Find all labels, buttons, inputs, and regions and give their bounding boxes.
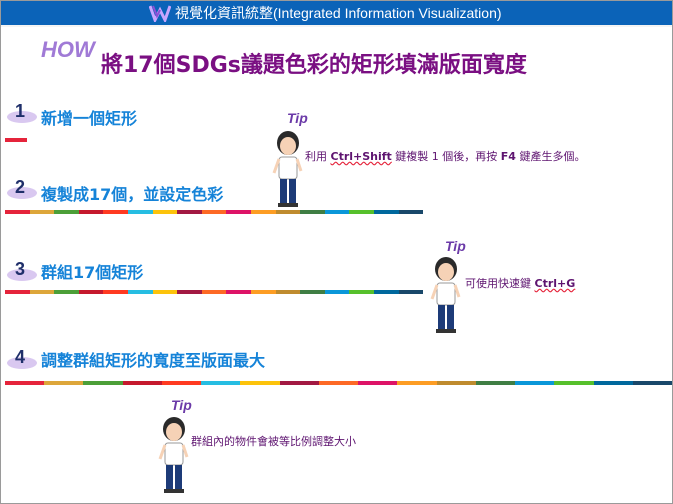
sdg-rectangle-12 xyxy=(275,210,301,214)
sdg-rectangle-5 xyxy=(103,210,128,214)
sdg-rectangle-9 xyxy=(201,290,227,294)
sdg-rectangle-12 xyxy=(436,381,476,385)
page-title: 將17個SDGs議題色彩的矩形填滿版面寬度 xyxy=(101,53,527,78)
tip-2-text-prefix: 可使用快速鍵 xyxy=(465,277,535,290)
sdg-rectangle-3 xyxy=(83,381,123,385)
sdg-rectangle-9 xyxy=(318,381,359,385)
step-4-number: 4 xyxy=(15,347,26,367)
sdg-rectangle-11 xyxy=(250,210,276,214)
step-2-label: 複製成17個，並設定色彩 xyxy=(41,185,224,204)
header-bar: 視覺化資訊統整(Integrated Information Visualiza… xyxy=(1,1,672,27)
tip-3-label: Tip xyxy=(171,397,192,413)
tip-2-key1: Ctrl+G xyxy=(534,277,576,290)
step-2-badge-bg xyxy=(7,187,37,199)
person-figure-icon xyxy=(430,257,461,333)
sdg-rectangle-12 xyxy=(275,290,301,294)
sdg-rectangle-14 xyxy=(324,210,350,214)
sdg-rectangle-17 xyxy=(398,210,424,214)
sdg-rectangle-15 xyxy=(349,290,374,294)
step-1-label: 新增一個矩形 xyxy=(41,109,138,128)
step-1-badge-bg xyxy=(7,111,37,123)
sdg-rectangle-15 xyxy=(349,210,374,214)
sdg-rectangle-11 xyxy=(250,290,276,294)
sdg-rectangle-4 xyxy=(78,210,104,214)
purple-ribbon-logo-icon xyxy=(149,5,171,22)
sdg-rectangle-6 xyxy=(201,381,241,385)
sdg-rectangle-8 xyxy=(177,290,202,294)
sdg-rectangle-2 xyxy=(29,290,55,294)
sdg-rectangle-4 xyxy=(122,381,162,385)
sdg-rectangle-10 xyxy=(226,290,251,294)
sdg-rectangle-7 xyxy=(152,290,178,294)
sdg-rectangle-10 xyxy=(226,210,251,214)
sdg-rectangle-1 xyxy=(5,290,30,294)
sdg-rectangle-11 xyxy=(397,381,437,385)
sdg-rectangle-9 xyxy=(201,210,227,214)
sdg-rectangle-8 xyxy=(279,381,319,385)
sdg-rectangle-6 xyxy=(127,210,153,214)
tip-1-key2: F4 xyxy=(500,150,516,163)
sdg-rectangle-3 xyxy=(54,210,79,214)
how-label: HOW xyxy=(41,37,95,62)
sdg-bar-grouped xyxy=(5,290,424,294)
tip-1-label: Tip xyxy=(287,110,308,126)
sdg-bar-17-rectangles xyxy=(5,210,424,214)
tip-1-text: 利用 Ctrl+Shift 鍵複製 1 個後，再按 F4 鍵產生多個。 xyxy=(305,148,585,164)
tip-1-text-prefix: 利用 xyxy=(305,150,331,163)
sdg-rectangle-2 xyxy=(29,210,55,214)
tip-2-text: 可使用快速鍵 Ctrl+G xyxy=(465,275,575,291)
sdg-rectangle-14 xyxy=(324,290,350,294)
step-3-badge-bg xyxy=(7,269,37,281)
sdg-rectangle-8 xyxy=(177,210,202,214)
sdg-rectangle-13 xyxy=(300,210,325,214)
sdg-rectangle-1 xyxy=(5,210,30,214)
sdg-rectangle-5 xyxy=(103,290,128,294)
step-2-number: 2 xyxy=(15,177,26,197)
sdg-rectangle-6 xyxy=(127,290,153,294)
sdg-rectangle-17 xyxy=(398,290,424,294)
sdg-rectangle-10 xyxy=(358,381,398,385)
sdg-rectangle-16 xyxy=(373,290,399,294)
sdg-rectangle-5 xyxy=(161,381,202,385)
step-4-badge-bg xyxy=(7,357,37,369)
sdg-rectangle-4 xyxy=(78,290,104,294)
tip-3-text: 群組內的物件會被等比例調整大小 xyxy=(191,435,356,448)
person-figure-icon xyxy=(158,417,189,493)
header-title: 視覺化資訊統整(Integrated Information Visualiza… xyxy=(175,5,502,21)
sdg-rectangle-16 xyxy=(373,210,399,214)
step-3-label: 群組17個矩形 xyxy=(41,263,144,282)
sdg-rectangle-13 xyxy=(475,381,516,385)
sdg-rectangle-2 xyxy=(44,381,84,385)
person-figure-icon xyxy=(272,131,303,207)
sdg-rectangle-7 xyxy=(152,210,178,214)
step-3-number: 3 xyxy=(15,259,26,279)
single-rectangle xyxy=(5,138,27,142)
tip-2-label: Tip xyxy=(445,238,466,254)
step-4-label: 調整群組矩形的寬度至版面最大 xyxy=(41,351,266,370)
sdg-rectangle-3 xyxy=(54,290,79,294)
sdg-bar-full-width xyxy=(5,381,672,385)
tip-1-key1: Ctrl+Shift xyxy=(330,150,392,163)
sdg-rectangle-1 xyxy=(5,381,45,385)
tip-1-text-suffix: 鍵產生多個。 xyxy=(515,150,586,163)
sdg-rectangle-14 xyxy=(515,381,555,385)
sdg-rectangle-15 xyxy=(554,381,594,385)
sdg-rectangle-17 xyxy=(632,381,672,385)
step-1-number: 1 xyxy=(15,101,26,121)
sdg-rectangle-7 xyxy=(240,381,280,385)
sdg-rectangle-16 xyxy=(593,381,633,385)
tip-1-text-mid: 鍵複製 1 個後，再按 xyxy=(391,150,501,163)
sdg-rectangle-13 xyxy=(300,290,325,294)
